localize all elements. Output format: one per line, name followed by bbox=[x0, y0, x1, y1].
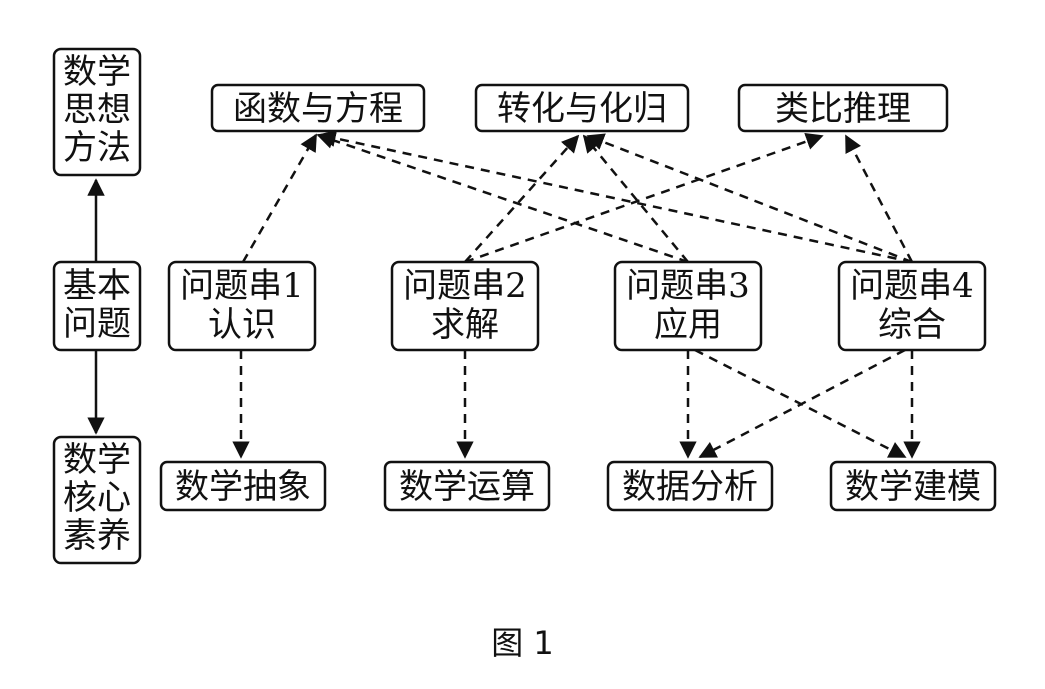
svg-text:类比推理: 类比推理 bbox=[775, 89, 911, 129]
edges bbox=[87, 129, 921, 459]
svg-text:数学抽象: 数学抽象 bbox=[175, 467, 311, 507]
question-node-1: 问题串1 认识 bbox=[167, 260, 317, 352]
legend-methods-node: 数学 思想 方法 bbox=[52, 47, 142, 177]
literacy-node-modeling: 数学建模 bbox=[829, 460, 997, 512]
edge-q3-to-transform bbox=[582, 134, 689, 263]
edge-q4-to-data-analysis bbox=[698, 348, 906, 459]
literacy-node-computation: 数学运算 bbox=[383, 460, 551, 512]
svg-text:认识: 认识 bbox=[208, 305, 276, 345]
legend-literacy-line-3: 素养 bbox=[63, 516, 131, 556]
svg-text:数学运算: 数学运算 bbox=[399, 467, 535, 507]
svg-text:求解: 求解 bbox=[431, 305, 499, 345]
question-node-2: 问题串2 求解 bbox=[390, 260, 540, 352]
svg-text:问题串3: 问题串3 bbox=[626, 266, 750, 306]
svg-text:问题串4: 问题串4 bbox=[850, 266, 974, 306]
edge-q4-to-function bbox=[318, 129, 913, 264]
literacy-node-abstraction: 数学抽象 bbox=[159, 460, 327, 512]
question-node-3: 问题串3 应用 bbox=[613, 260, 763, 352]
question-node-4: 问题串4 综合 bbox=[837, 260, 987, 352]
edge-q3-to-function bbox=[316, 131, 689, 264]
legend-basic-line-2: 问题 bbox=[63, 304, 131, 344]
svg-text:转化与化归: 转化与化归 bbox=[497, 89, 667, 129]
method-node-transformation: 转化与化归 bbox=[474, 83, 690, 133]
edge-q2-to-analogy bbox=[464, 132, 824, 264]
legend-basic-node: 基本 问题 bbox=[52, 260, 142, 352]
svg-text:数据分析: 数据分析 bbox=[622, 467, 758, 507]
legend-literacy-line-1: 数学 bbox=[63, 440, 131, 480]
legend-literacy-line-2: 核心 bbox=[63, 478, 131, 518]
figure-caption: 图 1 bbox=[491, 624, 554, 662]
legend-methods-line-3: 方法 bbox=[63, 128, 131, 168]
method-node-function-equation: 函数与方程 bbox=[210, 83, 426, 133]
svg-text:问题串1: 问题串1 bbox=[180, 266, 304, 306]
legend-methods-line-2: 思想 bbox=[63, 90, 131, 130]
edge-q1-to-function bbox=[241, 133, 318, 263]
svg-text:问题串2: 问题串2 bbox=[403, 266, 527, 306]
legend-methods-line-1: 数学 bbox=[63, 52, 131, 92]
svg-text:函数与方程: 函数与方程 bbox=[233, 89, 403, 129]
svg-text:综合: 综合 bbox=[878, 305, 946, 345]
svg-text:数学建模: 数学建模 bbox=[845, 467, 981, 507]
edge-q4-to-analogy bbox=[844, 134, 914, 263]
literacy-node-data-analysis: 数据分析 bbox=[606, 460, 774, 512]
svg-text:应用: 应用 bbox=[654, 305, 722, 345]
legend-basic-line-1: 基本 bbox=[63, 266, 131, 306]
edge-q4-to-transform bbox=[586, 133, 913, 264]
method-node-analogy: 类比推理 bbox=[737, 83, 949, 133]
legend-literacy-node: 数学 核心 素养 bbox=[52, 435, 142, 565]
edge-q2-to-transform bbox=[464, 134, 580, 263]
